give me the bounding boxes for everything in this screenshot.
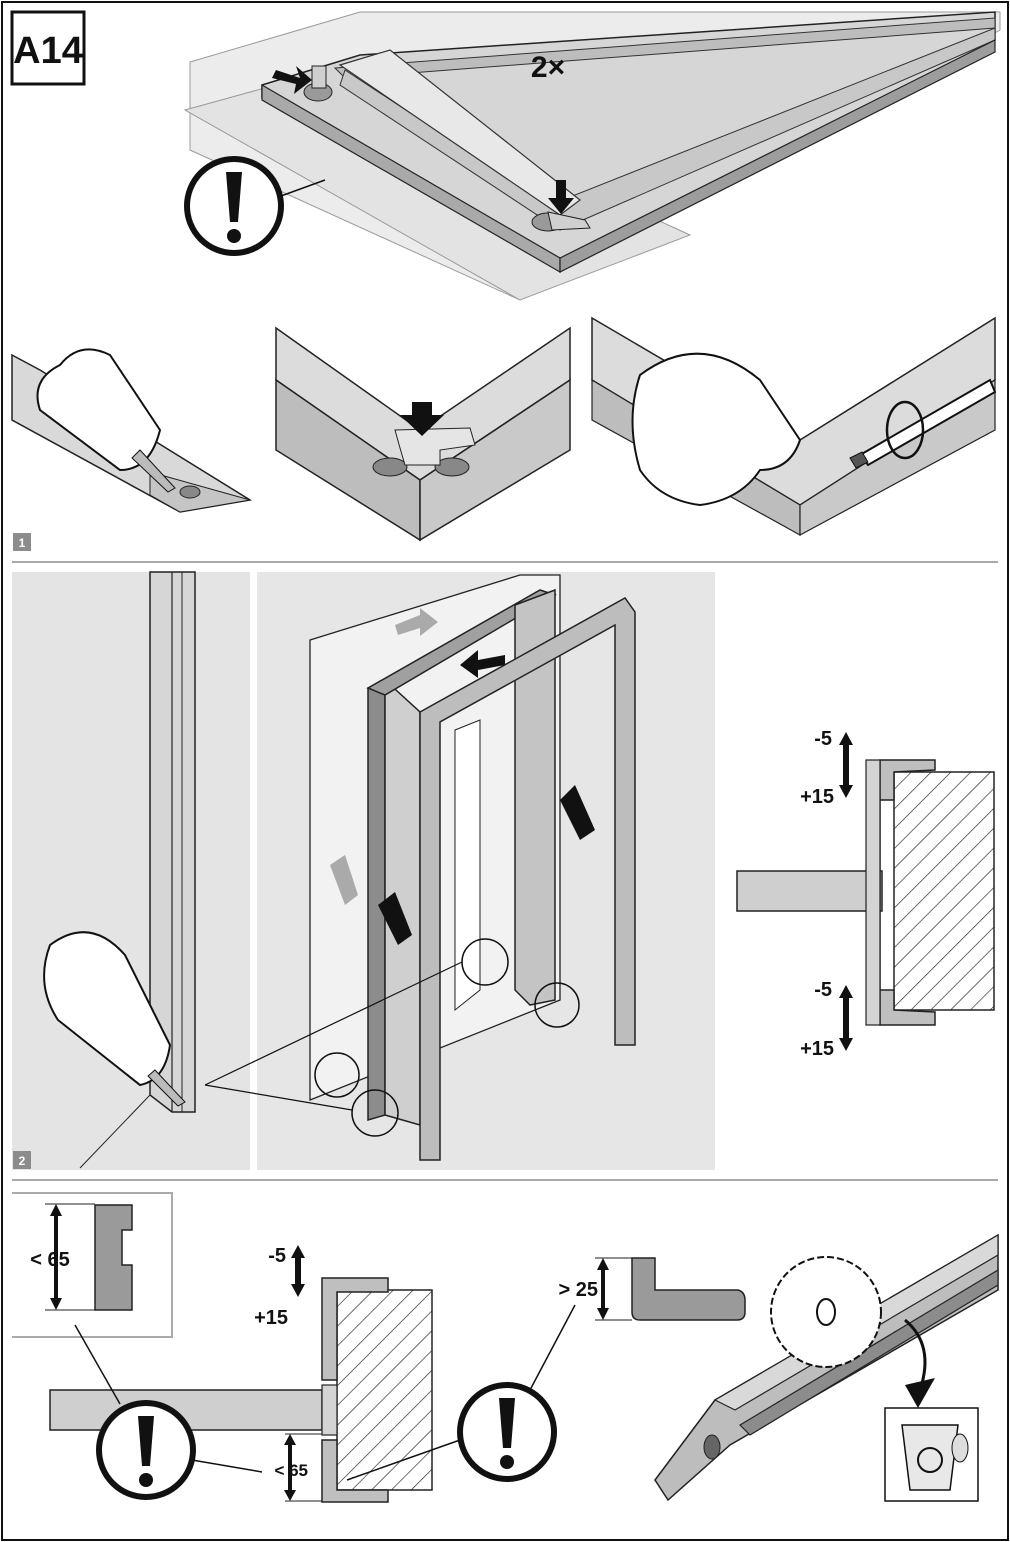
screw-panel bbox=[591, 316, 997, 537]
gap-dimension-label: < 65 bbox=[274, 1461, 308, 1480]
glue-bottle-icon bbox=[36, 348, 176, 493]
door-frame-panel bbox=[204, 572, 715, 1170]
recycle-bin-icon bbox=[884, 1407, 979, 1502]
saw-cut-detail bbox=[654, 1233, 999, 1502]
profile-detail bbox=[12, 1192, 173, 1338]
step-number: 1 bbox=[19, 536, 26, 550]
screwdriver-icon bbox=[849, 378, 997, 469]
glue-bottle-icon bbox=[43, 931, 186, 1107]
step-number-badge bbox=[13, 533, 31, 551]
step-number: 2 bbox=[19, 1154, 26, 1168]
cross-section-detail bbox=[49, 1245, 433, 1503]
tolerance-bottom-minus: -5 bbox=[814, 979, 832, 1001]
warning-icon bbox=[184, 156, 326, 256]
tolerance-top-plus: +15 bbox=[800, 786, 834, 808]
clamp-icon bbox=[372, 402, 476, 477]
profile-width-label: < 65 bbox=[30, 1249, 69, 1271]
quantity-label: 2× bbox=[531, 51, 565, 84]
step-badge: A14 bbox=[10, 10, 86, 86]
tolerance-plus: +15 bbox=[254, 1307, 288, 1329]
wall-glue-panel bbox=[12, 571, 250, 1170]
step-id: A14 bbox=[13, 30, 83, 72]
saw-blade-icon bbox=[770, 1256, 882, 1368]
leg-depth-label: > 25 bbox=[559, 1279, 598, 1301]
cross-section-frame bbox=[736, 732, 995, 1051]
glue-panel bbox=[11, 348, 253, 513]
l-profile-detail bbox=[595, 1257, 746, 1321]
hand-drawing bbox=[631, 352, 802, 507]
warning-icon bbox=[74, 1324, 263, 1500]
tolerance-bottom-plus: +15 bbox=[800, 1038, 834, 1060]
frame-assembly bbox=[261, 11, 996, 274]
tolerance-top-minus: -5 bbox=[814, 728, 832, 750]
step-number-badge bbox=[13, 1151, 31, 1169]
clamp-panel bbox=[275, 326, 571, 542]
warning-icon bbox=[346, 1304, 576, 1482]
tolerance-minus: -5 bbox=[268, 1245, 286, 1267]
